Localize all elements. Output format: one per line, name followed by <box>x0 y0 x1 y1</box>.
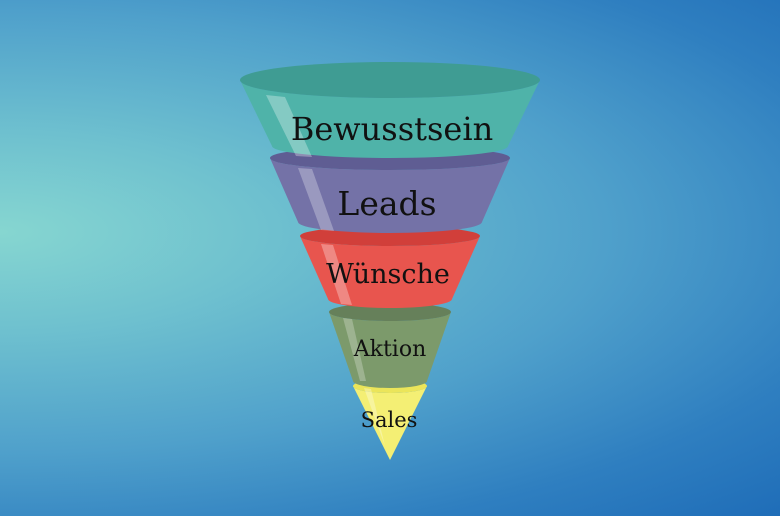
funnel-stage-aktion-rim <box>329 303 451 321</box>
funnel-stage-bewusstsein-highlight <box>266 95 312 157</box>
funnel-stage-bewusstsein-rim <box>240 62 540 98</box>
funnel-stage-leads-highlight <box>298 168 334 231</box>
funnel-stage-sales-highlight <box>364 388 385 446</box>
funnel-stage-aktion-label: Aktion <box>353 337 427 362</box>
funnel-stage-leads-label: Leads <box>337 184 436 223</box>
funnel-stage-bewusstsein-label: Bewusstsein <box>291 110 493 148</box>
funnel-stage-sales: Sales <box>353 379 427 460</box>
funnel-stage-wuensche: Wünsche <box>300 226 480 308</box>
funnel-stage-bewusstsein: Bewusstsein <box>240 62 540 158</box>
funnel-stage-leads: Leads <box>270 146 510 233</box>
funnel-stage-aktion-body <box>329 312 451 388</box>
funnel-stage-wuensche-highlight <box>321 244 352 305</box>
funnel-stage-wuensche-body <box>300 236 480 308</box>
funnel-stage-aktion: Aktion <box>329 303 451 388</box>
funnel-stage-bewusstsein-body <box>240 80 540 158</box>
funnel-stage-sales-label: Sales <box>361 408 418 432</box>
funnel-stage-wuensche-label: Wünsche <box>326 259 450 290</box>
funnel-stage-sales-body <box>353 386 427 460</box>
funnel-stage-leads-body <box>270 158 510 233</box>
funnel-stage-aktion-highlight <box>343 318 366 381</box>
